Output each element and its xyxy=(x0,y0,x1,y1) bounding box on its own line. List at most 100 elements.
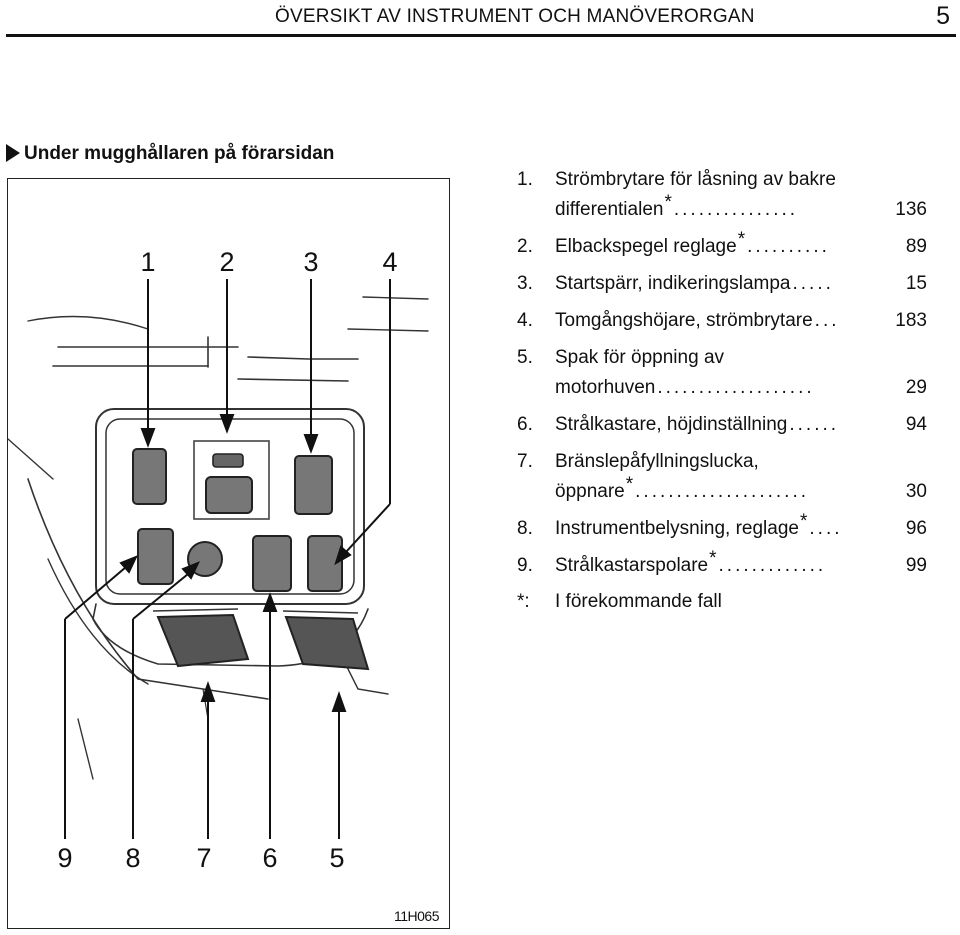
legend-item-label: Startspärr, indikeringslampa xyxy=(555,273,791,294)
dashboard-switch-panel-drawing: 1 2 3 4 9 8 7 6 5 xyxy=(8,247,429,873)
legend-item: 2.Elbackspegel reglage*..........89 xyxy=(517,229,927,262)
legend-item-line1: Bränslepåfyllningslucka, xyxy=(555,451,759,472)
header-rule xyxy=(6,34,956,37)
legend-gap xyxy=(517,544,927,551)
legend-item-text: Elbackspegel reglage* xyxy=(555,229,746,262)
callout-5: 5 xyxy=(329,843,344,873)
legend-item-page: 183 xyxy=(895,310,927,331)
legend-item-label: Strålkastarspolare xyxy=(555,555,709,576)
leader-dots: ............. xyxy=(718,555,827,576)
legend-item-body: Startspärr, indikeringslampa..... 15 xyxy=(555,269,927,299)
legend-item-row: Instrumentbelysning, reglage*.... 96 xyxy=(555,511,927,544)
callout-6: 6 xyxy=(262,843,277,873)
page-header-title: ÖVERSIKT AV INSTRUMENT OCH MANÖVERORGAN xyxy=(275,6,755,27)
figure-illustration: 1 2 3 4 9 8 7 6 5 11H065 xyxy=(7,178,450,929)
legend-item: 3. Startspärr, indikeringslampa..... 15 xyxy=(517,269,927,299)
triangle-bullet-icon xyxy=(6,144,20,162)
legend-item-label: motorhuven xyxy=(555,377,656,398)
legend-item: 7.Bränslepåfyllningslucka,öppnare*......… xyxy=(517,447,927,507)
callout-9: 9 xyxy=(57,843,72,873)
callout-3: 3 xyxy=(303,247,318,277)
footnote-marker: *: xyxy=(517,591,530,612)
callout-4: 4 xyxy=(382,247,397,277)
callout-8: 8 xyxy=(125,843,140,873)
legend-item-row: Elbackspegel reglage*.......... 89 xyxy=(555,229,927,262)
legend-gap xyxy=(517,262,927,269)
legend-item-number: 3. xyxy=(517,273,533,294)
legend-item-page: 30 xyxy=(905,481,927,502)
legend-item-line1: Strömbrytare för låsning av bakre xyxy=(555,169,836,190)
legend-item-number: 5. xyxy=(517,347,533,368)
asterisk-marker: * xyxy=(664,192,672,213)
legend-item-body: Strålkastare, höjdinställning...... 94 xyxy=(555,410,927,440)
section-heading-text: Under mugghållaren på förarsidan xyxy=(24,143,335,164)
leader-dots: ................... xyxy=(657,377,815,398)
legend-item-text: differentialen* xyxy=(555,192,672,225)
leader-dots: ...... xyxy=(789,414,840,435)
legend-item-body: Instrumentbelysning, reglage*.... 96 xyxy=(555,511,927,544)
legend-item-page: 99 xyxy=(905,555,927,576)
leader-dots: .......... xyxy=(747,236,830,257)
legend-item-label: Tomgångshöjare, strömbrytare xyxy=(555,310,813,331)
leader-dots: ............... xyxy=(673,199,799,220)
asterisk-marker: * xyxy=(625,474,634,495)
legend-item: 9. Strålkastarspolare*............. 99 xyxy=(517,548,927,581)
legend-item-number: 4. xyxy=(517,310,533,331)
leader-dots: ..................... xyxy=(635,481,809,502)
legend-item-row: Startspärr, indikeringslampa..... 15 xyxy=(555,269,927,299)
legend-item-number: 8. xyxy=(517,518,533,539)
leader-dots: .... xyxy=(809,518,843,539)
legend-item-body: Elbackspegel reglage*.......... 89 xyxy=(555,229,927,262)
legend-item: 6. Strålkastare, höjdinställning...... 94 xyxy=(517,410,927,440)
legend-gap xyxy=(517,403,927,410)
legend-item-text: Strålkastare, höjdinställning xyxy=(555,410,787,440)
legend-item-row: Strålkastare, höjdinställning...... 94 xyxy=(555,410,927,440)
leader-dots: ..... xyxy=(792,273,834,294)
legend-item-body: Strålkastarspolare*............. 99 xyxy=(555,548,927,581)
asterisk-marker: * xyxy=(737,229,746,250)
legend-item-page: 89 xyxy=(905,236,927,257)
legend-item-number: 9. xyxy=(517,555,533,576)
callout-1: 1 xyxy=(140,247,155,277)
legend-item-line1: Spak för öppning av xyxy=(555,347,725,368)
legend-gap xyxy=(517,507,927,514)
legend-item-number: 1. xyxy=(517,169,533,190)
legend-item-row: öppnare*..................... 30 xyxy=(555,474,927,507)
legend-item-label: öppnare xyxy=(555,481,625,502)
footnote: *: I förekommande fall xyxy=(517,587,927,617)
leader-dots: ... xyxy=(814,310,840,331)
page-number: 5 xyxy=(936,2,950,30)
figure-code: 11H065 xyxy=(393,908,440,924)
legend-gap xyxy=(517,225,927,232)
section-heading: Under mugghållaren på förarsidan xyxy=(6,143,334,165)
legend-item-text: motorhuven xyxy=(555,373,655,403)
legend-item-body: Tomgångshöjare, strömbrytare... 183 xyxy=(555,306,927,336)
legend-item-page: 29 xyxy=(905,377,927,398)
legend-item-page: 15 xyxy=(905,273,927,294)
legend-item: 4. Tomgångshöjare, strömbrytare... 183 xyxy=(517,306,927,336)
legend-item-body: Spak för öppning av motorhuven...........… xyxy=(555,343,927,403)
legend-gap xyxy=(517,440,927,447)
legend-item-label: Strålkastare, höjdinställning xyxy=(555,414,788,435)
legend-item-row: Strålkastarspolare*............. 99 xyxy=(555,548,927,581)
legend-item-label: Instrumentbelysning, reglage xyxy=(555,518,799,539)
legend-item-label: differentialen xyxy=(555,199,664,220)
legend-item-page: 94 xyxy=(905,414,927,435)
legend-item-label: Elbackspegel reglage xyxy=(555,236,737,257)
legend-item-text: Startspärr, indikeringslampa xyxy=(555,269,791,299)
callout-2: 2 xyxy=(219,247,234,277)
legend-item-page: 136 xyxy=(895,199,927,220)
legend-gap xyxy=(517,299,927,306)
legend-item-text: Instrumentbelysning, reglage* xyxy=(555,511,808,544)
legend-item-row: Tomgångshöjare, strömbrytare... 183 xyxy=(555,306,927,336)
callout-7: 7 xyxy=(196,843,211,873)
legend-item-text: öppnare* xyxy=(555,474,634,507)
legend-item-page: 96 xyxy=(905,518,927,539)
legend-item-number: 6. xyxy=(517,414,533,435)
asterisk-marker: * xyxy=(799,511,808,532)
asterisk-marker: * xyxy=(709,548,717,569)
footnote-text: I förekommande fall xyxy=(555,591,722,612)
legend-item: 8. Instrumentbelysning, reglage*.... 96 xyxy=(517,511,927,544)
